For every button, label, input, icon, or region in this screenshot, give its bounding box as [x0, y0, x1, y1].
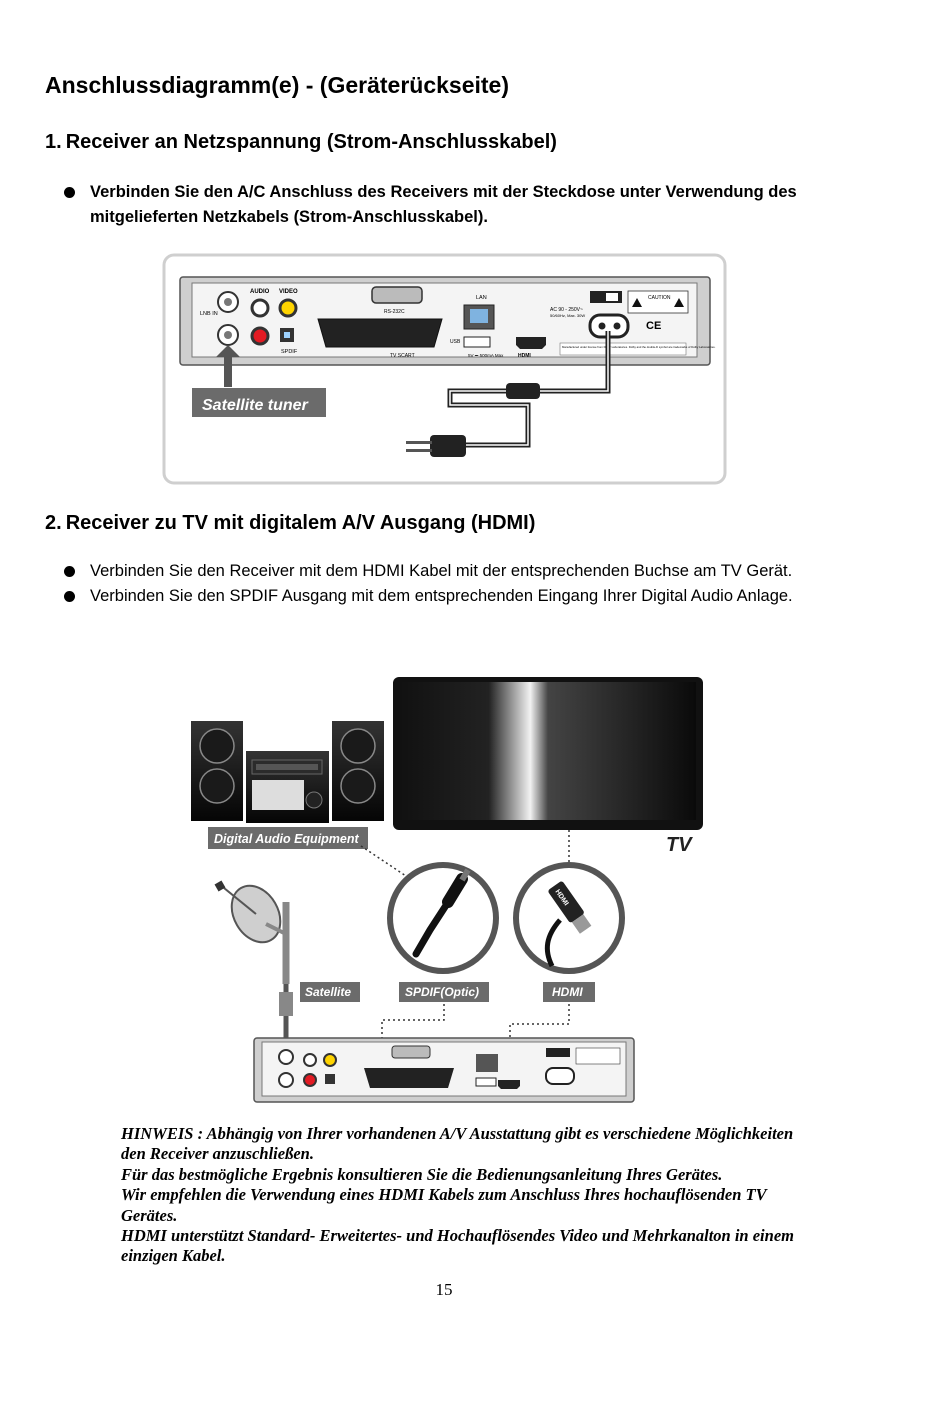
audio-label: AUDIO	[250, 289, 270, 295]
hdmi-connector	[516, 337, 546, 349]
hdmi-callout	[543, 982, 595, 1002]
figure-power-connection: LNB IN AUDIO VIDEO SPDIF RS-232C TV SCAR…	[162, 253, 727, 485]
hdmi-label: HDMI	[552, 985, 583, 999]
power-switch	[546, 1048, 570, 1057]
video-connector	[323, 1053, 337, 1067]
bullet-icon	[64, 187, 75, 198]
tv-screen	[400, 682, 696, 820]
spdif-path-dotted	[381, 1004, 445, 1054]
hinweis-note: HINWEIS : Abhängig von Ihrer vorhandenen…	[121, 1124, 821, 1267]
bullet-icon	[64, 591, 75, 602]
section1-heading: 1.Receiver an Netzspannung (Strom-Anschl…	[45, 131, 557, 154]
lnb-in-connector	[278, 1049, 294, 1065]
speaker-icon	[340, 728, 376, 764]
satellite-tuner-callout	[192, 388, 326, 417]
spdif-connector	[325, 1074, 335, 1084]
ac-label: AC 90 - 250V~	[550, 307, 583, 313]
bullet-icon	[64, 566, 75, 577]
warning-icon	[632, 298, 642, 307]
digital-audio-equipment-callout	[208, 827, 368, 849]
caution-label: CAUTION	[648, 295, 671, 301]
hdmi-path-dotted	[509, 1004, 570, 1054]
scart-connector	[364, 1068, 454, 1088]
note-line: HINWEIS : Abhängig von Ihrer vorhandenen…	[121, 1124, 794, 1164]
scart-connector	[317, 318, 443, 348]
arrow-shaft	[224, 353, 232, 387]
section1-bullets: Verbinden Sie den A/C Anschluss des Rece…	[64, 180, 834, 230]
section1-number: 1.	[45, 131, 62, 153]
usb-rating: 5V ⎓ 500mA Max	[468, 353, 504, 358]
lnb-out-connector	[278, 1072, 294, 1088]
note-line: Wir empfehlen die Verwendung eines HDMI …	[121, 1185, 767, 1225]
satellite-tuner-label: Satellite tuner	[202, 397, 309, 414]
satellite-callout	[300, 982, 360, 1002]
speaker-icon	[340, 768, 376, 804]
warning-icon	[674, 298, 684, 307]
spdif-label: SPDIF	[281, 349, 298, 355]
lnb-label: LNB IN	[200, 311, 218, 317]
section2-heading: 2.Receiver zu TV mit digitalem A/V Ausga…	[45, 512, 535, 535]
list-item: Verbinden Sie den Receiver mit dem HDMI …	[64, 559, 834, 584]
equalizer-display	[256, 764, 318, 770]
spdif-optic-callout	[399, 982, 489, 1002]
caution-box	[627, 290, 689, 314]
video-label: VIDEO	[279, 289, 298, 295]
optical-plug	[442, 873, 468, 908]
scart-label: TV SCART	[390, 353, 415, 359]
tv-label: TV	[666, 834, 693, 856]
coax-connector	[279, 992, 293, 1016]
audio-r-connector	[250, 326, 270, 346]
ac-socket	[545, 1067, 575, 1085]
volume-knob	[305, 791, 323, 809]
lnb-icon	[214, 880, 226, 892]
ce-mark: CE	[646, 320, 661, 332]
note-line: Für das bestmögliche Ergebnis konsultier…	[121, 1164, 723, 1184]
caution-box	[575, 1047, 621, 1065]
speaker-icon	[199, 728, 235, 764]
ac-rating: 50/60Hz, Max. 30W	[550, 313, 585, 318]
list-item: Verbinden Sie den SPDIF Ausgang mit dem …	[64, 584, 834, 609]
section2-bullets: Verbinden Sie den Receiver mit dem HDMI …	[64, 559, 834, 609]
lan-connector	[476, 1054, 498, 1072]
section2-heading-text: Receiver zu TV mit digitalem A/V Ausgang…	[65, 512, 536, 534]
spdif-optic-label: SPDIF(Optic)	[405, 985, 479, 999]
list-item: Verbinden Sie den A/C Anschluss des Rece…	[64, 180, 834, 230]
audio-l-connector	[250, 298, 270, 318]
usb-label: USB	[450, 339, 461, 345]
speaker-icon	[199, 768, 235, 804]
lan-label: LAN	[476, 295, 487, 301]
section2-number: 2.	[45, 512, 62, 534]
mains-plug	[430, 435, 466, 457]
figure-av-connection: Digital Audio Equipment TV HDMI Satellit…	[191, 677, 703, 1103]
usb-connector	[475, 1077, 497, 1087]
dolby-note: Manufactured under license from Dolby La…	[562, 345, 716, 349]
audio-r-connector	[303, 1073, 317, 1087]
hdmi-label: HDMI	[518, 353, 531, 359]
hdmi-connector	[498, 1080, 520, 1089]
digital-audio-equipment-label: Digital Audio Equipment	[214, 832, 360, 846]
section1-heading-text: Receiver an Netzspannung (Strom-Anschlus…	[65, 131, 557, 153]
spdif-plug-callout	[387, 862, 499, 974]
rs232-connector	[391, 1045, 431, 1059]
iec-plug	[506, 383, 540, 399]
audio-l-connector	[303, 1053, 317, 1067]
arrow-up-icon	[216, 345, 240, 357]
hdmi-plug: HDMI	[548, 881, 592, 934]
hdmi-cable	[544, 918, 562, 968]
rs232-connector	[371, 286, 423, 304]
note-line: HDMI unterstützt Standard- Erweitertes- …	[121, 1226, 794, 1266]
page-number: 15	[435, 1280, 453, 1299]
rs232-label: RS-232C	[384, 309, 405, 315]
satellite-label: Satellite	[305, 985, 351, 999]
page-title: Anschlussdiagramm(e) - (Geräterückseite)	[45, 72, 509, 98]
usb-connector	[463, 336, 491, 348]
video-connector	[278, 298, 298, 318]
